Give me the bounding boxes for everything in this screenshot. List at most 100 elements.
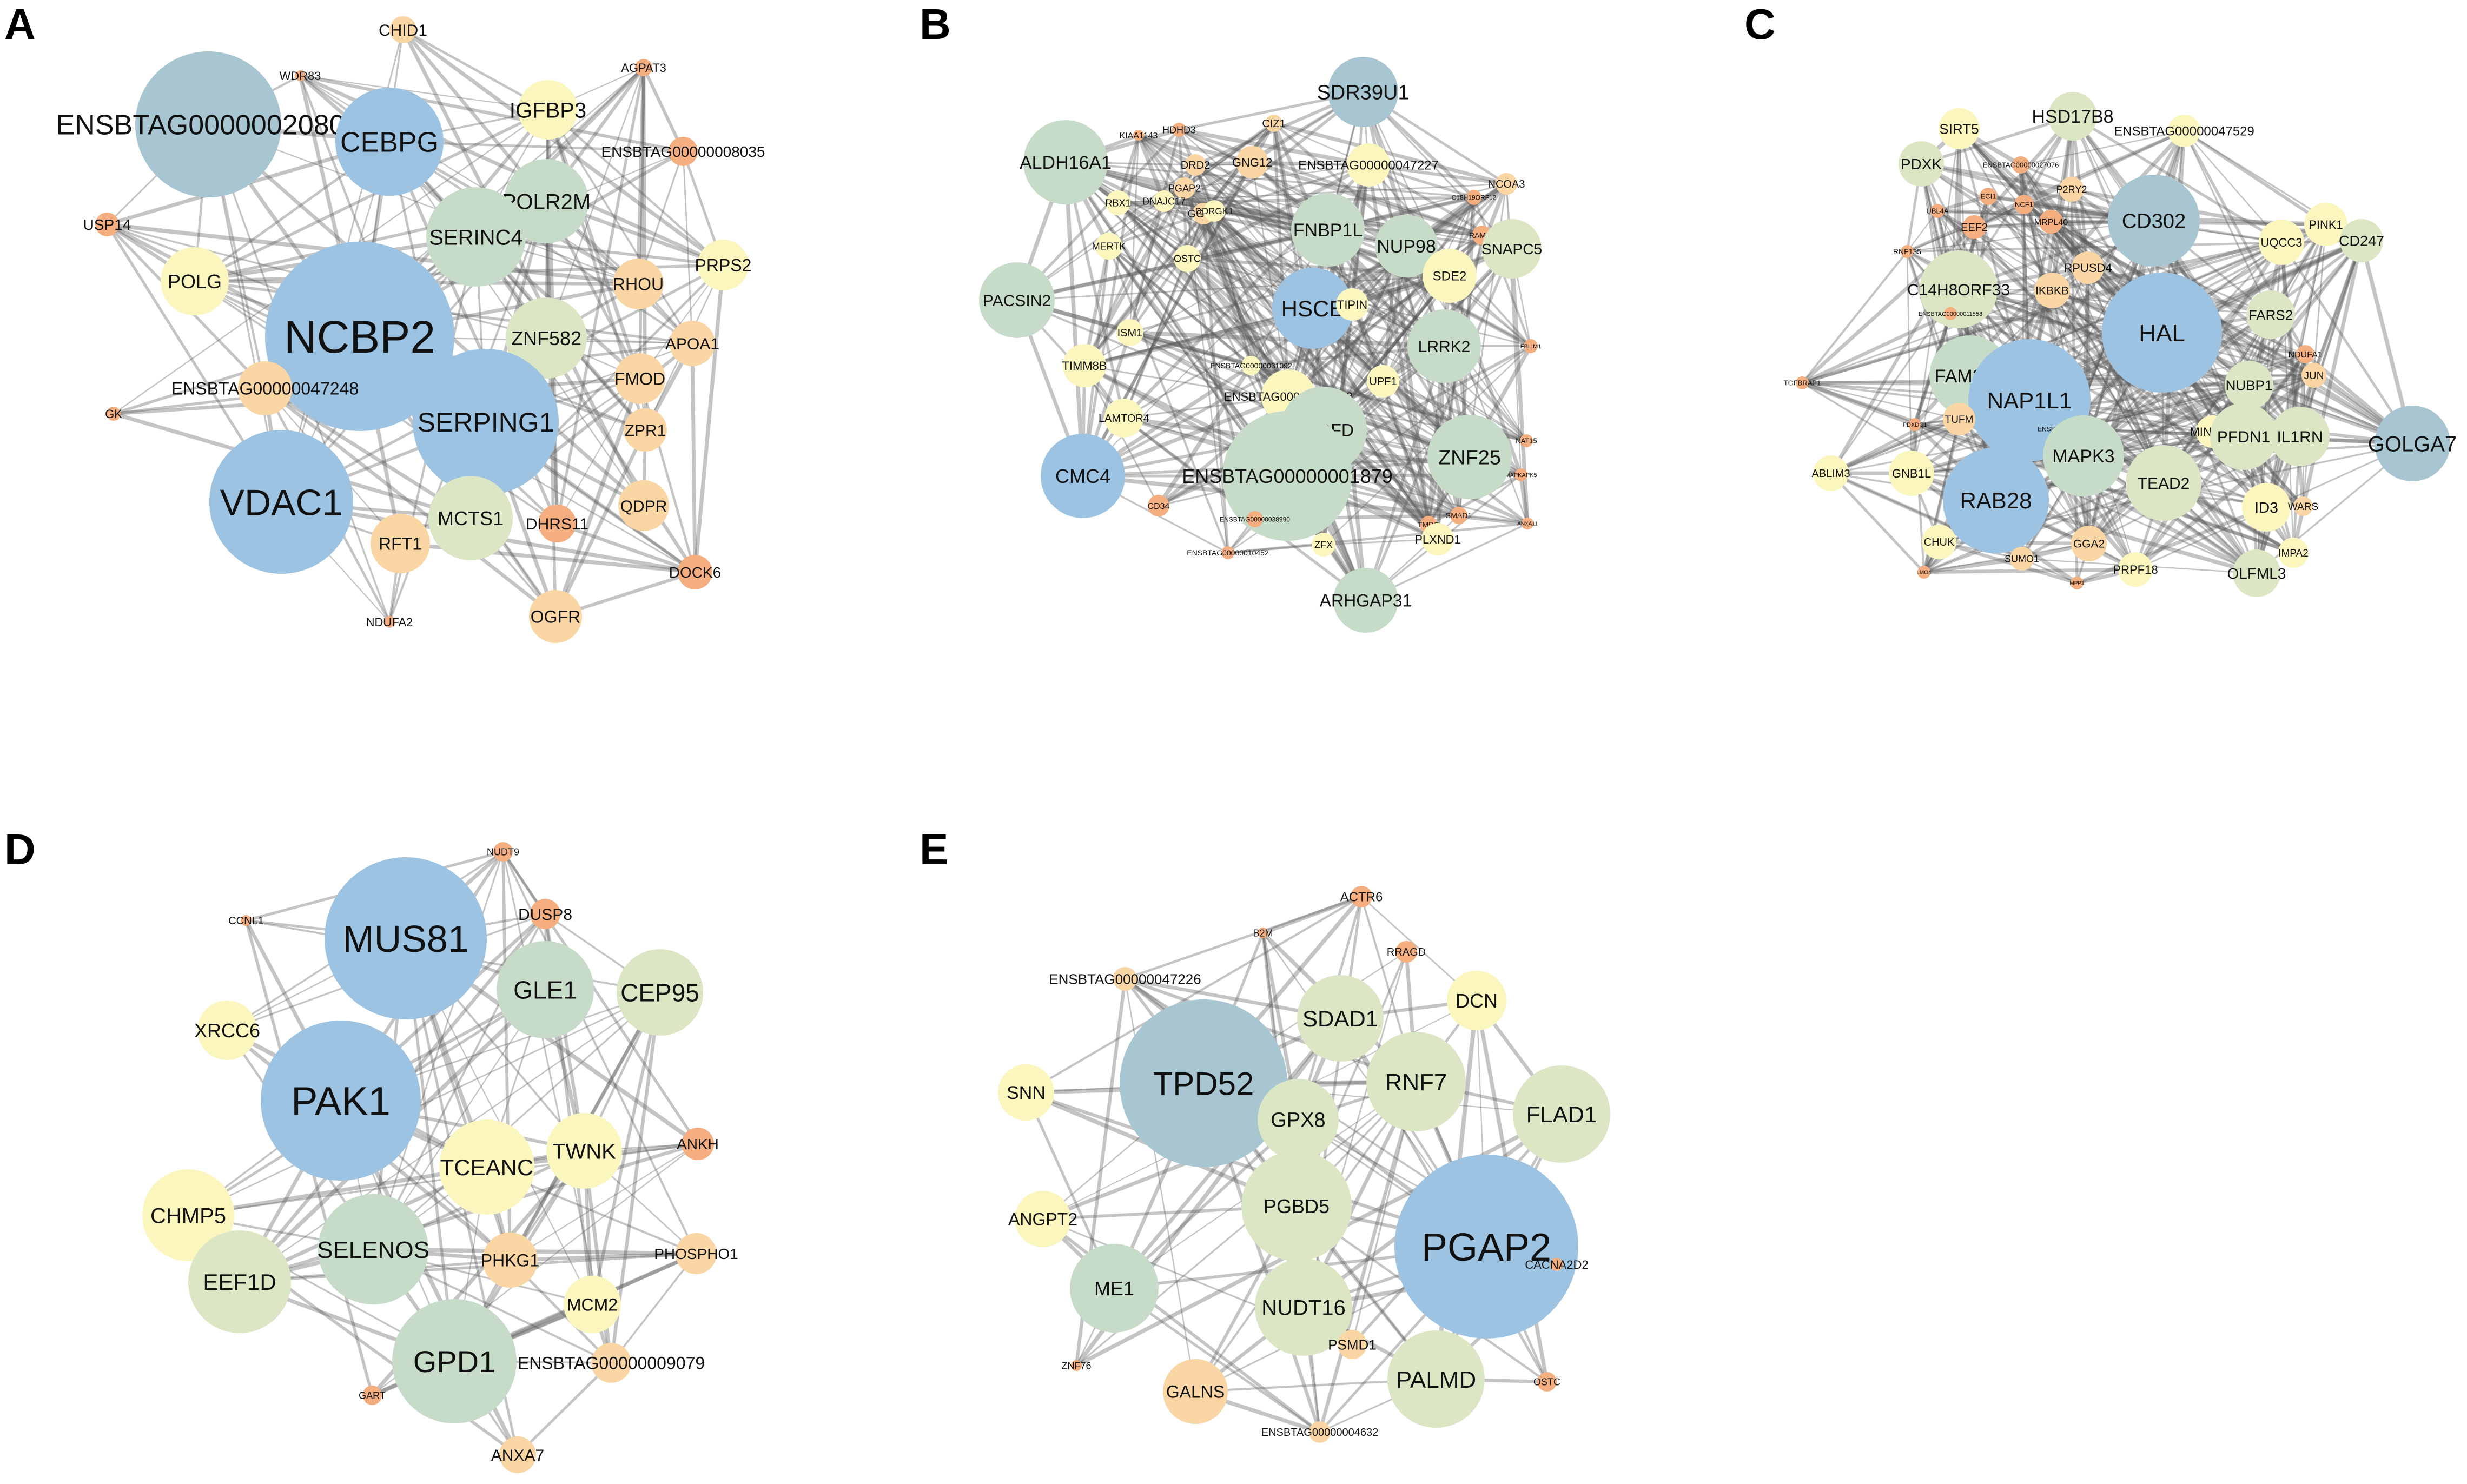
- node-circle: [676, 1233, 717, 1274]
- network-edge: [2087, 241, 2283, 545]
- network-node: CEP95: [617, 949, 703, 1036]
- node-label: ACTR6: [1340, 890, 1383, 905]
- node-circle: [617, 949, 703, 1036]
- network-edge: [1178, 128, 1483, 237]
- node-circle: [1338, 1330, 1367, 1359]
- node-label: TGFBRAP1: [1784, 379, 1821, 387]
- node-label: CMC4: [1055, 465, 1110, 487]
- node-label: RHOU: [613, 275, 664, 294]
- network-edge: [1128, 129, 1181, 333]
- network-edge: [1801, 312, 1952, 385]
- node-label: PDXK: [1901, 156, 1942, 173]
- node-circle: [2118, 552, 2153, 587]
- node-circle: [635, 59, 652, 76]
- network-node: DCN: [1447, 971, 1506, 1030]
- network-node: LMO4: [1916, 566, 1932, 579]
- node-circle: [265, 242, 454, 431]
- node-label: PDXDC1: [1903, 422, 1927, 428]
- node-circle: [1427, 415, 1512, 499]
- network-node: ENSBTAG00000004632: [1261, 1421, 1378, 1443]
- network-edge: [1458, 514, 1528, 525]
- network-node: SERPING1: [413, 349, 559, 495]
- network-edge: [2134, 353, 2307, 571]
- network-node: WDR83: [279, 69, 321, 83]
- network-node: NAT15: [1516, 434, 1537, 447]
- network-edge: [2183, 129, 2327, 226]
- node-label: ENSBTAG00000047248: [171, 379, 359, 399]
- network-edge: [1974, 221, 2052, 228]
- node-label: ANXA11: [1517, 521, 1538, 527]
- node-circle: [1930, 204, 1945, 218]
- node-label: TIPIN: [1337, 298, 1367, 312]
- network-edge: [1108, 91, 1364, 247]
- network-edge: [2072, 374, 2314, 430]
- network-edge: [1447, 275, 1523, 476]
- node-circle: [1041, 434, 1125, 518]
- node-label: MPP3: [2069, 581, 2085, 587]
- network-node: DUSP8: [518, 899, 572, 929]
- node-label: RNF135: [1893, 247, 1921, 256]
- node-label: IGFBP3: [510, 98, 586, 122]
- network-node: CHUK: [1922, 525, 1956, 559]
- node-label: ENSBTAG00000047529: [2114, 124, 2254, 139]
- node-circle: [2296, 345, 2314, 363]
- network-edge: [388, 141, 646, 431]
- network-node: ENSBTAG00000010452: [1187, 546, 1269, 559]
- network-edge: [1322, 196, 1476, 431]
- node-circle: [1106, 190, 1130, 215]
- node-circle: [1258, 1079, 1339, 1160]
- node-label: CIZ1: [1262, 118, 1285, 130]
- node-circle: [2072, 251, 2104, 284]
- node-label: AGPAT3: [621, 61, 666, 75]
- node-circle: [1939, 108, 1980, 149]
- node-label: NCF1: [2015, 201, 2033, 209]
- network-edge: [1137, 134, 1314, 310]
- node-circle: [362, 1386, 382, 1405]
- network-edge: [1116, 201, 1439, 541]
- node-circle: [1962, 215, 1986, 239]
- network-node: RFT1: [371, 514, 430, 573]
- node-label: IKBKB: [2035, 285, 2069, 297]
- node-circle: [238, 361, 292, 415]
- node-label: C18H19ORF12: [1452, 194, 1497, 201]
- node-circle: [499, 1436, 536, 1473]
- network-edge: [1084, 274, 1450, 367]
- network-node: MUS81: [325, 857, 487, 1019]
- node-circle: [698, 240, 749, 290]
- node-label: NUDT16: [1261, 1296, 1346, 1320]
- node-label: ANGPT2: [1008, 1210, 1077, 1229]
- node-circle: [1116, 319, 1143, 346]
- panel-letter-e: E: [920, 825, 948, 873]
- node-circle: [1366, 1032, 1466, 1131]
- node-circle: [1328, 57, 1398, 127]
- node-circle: [2071, 577, 2084, 589]
- node-label: GLE1: [513, 976, 577, 1004]
- node-label: TIMM8B: [1062, 359, 1107, 373]
- network-edge: [1923, 482, 2164, 573]
- node-label: WDR83: [279, 69, 321, 83]
- network-edge: [1910, 313, 1952, 474]
- node-label: RFT1: [379, 534, 422, 554]
- node-circle: [1447, 971, 1506, 1030]
- network-edge: [1065, 160, 1328, 232]
- network-node: PHOSPHO1: [654, 1233, 738, 1274]
- node-label: MCM2: [567, 1295, 618, 1315]
- node-circle: [1899, 141, 1944, 187]
- node-circle: [1241, 1151, 1352, 1261]
- node-label: PINK1: [2309, 218, 2343, 231]
- node-label: RAB28: [1960, 488, 2032, 513]
- network-edge: [1273, 121, 1507, 186]
- node-label: CHMP5: [150, 1204, 226, 1228]
- network-edge: [1364, 248, 1513, 601]
- node-label: ENSBTAG00000027076: [1983, 161, 2059, 169]
- network-node: SNN: [998, 1064, 1054, 1121]
- node-label: ENSBTAG00000038990: [1220, 515, 1290, 523]
- network-node: ISM1: [1116, 319, 1143, 346]
- network-edge: [2280, 241, 2414, 445]
- network-edge: [1129, 261, 1396, 334]
- network-node: PGAP2: [1394, 1155, 1578, 1339]
- network-node: CD302: [2108, 175, 2200, 267]
- network-edge: [372, 991, 661, 1250]
- network-node: GOLGA7: [2368, 406, 2457, 481]
